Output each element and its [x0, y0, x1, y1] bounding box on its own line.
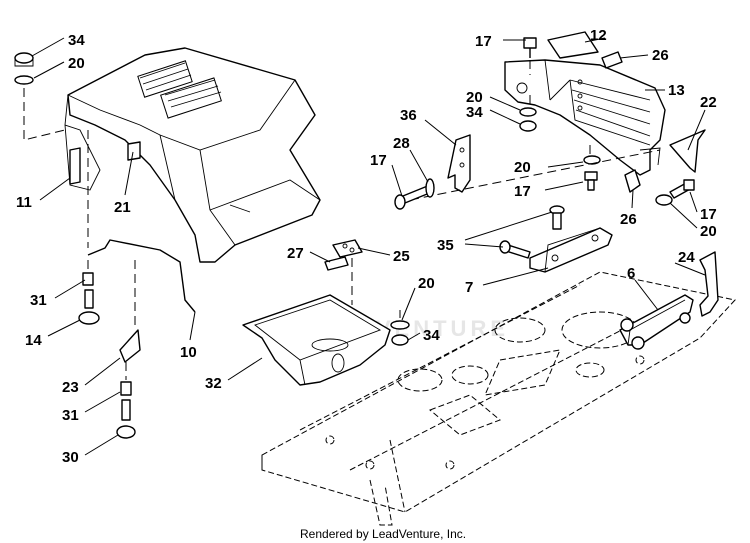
label-12: 12 [590, 27, 607, 44]
bracket-6 [619, 294, 694, 350]
bolt-17-left [394, 184, 433, 210]
washer-20-right [655, 194, 673, 206]
spacer-31-lower [120, 381, 132, 396]
label-11: 11 [16, 194, 32, 211]
label-17-top: 17 [475, 33, 492, 50]
washer-20-topleft [14, 75, 34, 85]
label-7: 7 [465, 279, 473, 296]
label-10: 10 [180, 344, 197, 361]
label-30: 30 [62, 449, 79, 466]
leader-lines [31, 37, 706, 456]
label-32: 32 [205, 375, 222, 392]
bolt-17-right [669, 179, 695, 199]
label-17-right: 17 [700, 206, 717, 223]
bracket-36 [447, 134, 471, 193]
label-17-left: 17 [370, 152, 387, 169]
clip-26-lower [624, 169, 641, 193]
label-20-right: 20 [700, 223, 717, 240]
label-26-lower: 26 [620, 211, 637, 228]
label-27: 27 [287, 245, 304, 262]
nut-34-tray [391, 334, 409, 346]
bracket-24 [699, 251, 719, 317]
label-20-grille: 20 [466, 89, 483, 106]
label-35: 35 [437, 237, 454, 254]
label-31-upper: 31 [30, 292, 47, 309]
bolt-14 [78, 289, 100, 325]
label-34-grille: 34 [466, 104, 483, 121]
battery-tray-32 [242, 294, 391, 386]
label-22: 22 [700, 94, 717, 111]
clamp-25 [332, 239, 363, 258]
washer-20-grille [519, 107, 537, 117]
spacer-31-upper [82, 272, 94, 286]
credit-text: Rendered by LeadVenture, Inc. [300, 527, 466, 541]
clip-26-top [601, 51, 623, 69]
washer-20-tray [390, 320, 410, 330]
label-23: 23 [62, 379, 79, 396]
bracket-23 [119, 329, 141, 363]
label-13: 13 [668, 82, 685, 99]
label-14: 14 [25, 332, 42, 349]
label-6: 6 [627, 265, 635, 282]
label-28: 28 [393, 135, 410, 152]
grille-assembly-13 [504, 59, 666, 176]
label-24: 24 [678, 249, 695, 266]
lockwasher-28 [425, 178, 435, 198]
bracket-12 [547, 31, 599, 59]
label-34-topleft: 34 [68, 32, 85, 49]
label-34-tray: 34 [423, 327, 440, 344]
nut-34-topleft [14, 52, 34, 67]
hood [64, 47, 321, 263]
bracket-7 [529, 227, 613, 273]
label-31-lower: 31 [62, 407, 79, 424]
plate-22 [669, 129, 706, 173]
washer-20-mid [583, 155, 601, 165]
label-20-tray: 20 [418, 275, 435, 292]
label-20-topleft: 20 [68, 55, 85, 72]
hood-vent [137, 60, 222, 119]
label-36: 36 [400, 107, 417, 124]
part-labels: 34 20 11 21 17 12 26 13 22 20 34 36 28 1… [16, 27, 717, 466]
bolt-35-vertical [549, 205, 565, 230]
label-21: 21 [114, 199, 131, 216]
nut-34-grille [519, 120, 537, 132]
bolt-35-horizontal [499, 240, 531, 259]
label-25: 25 [393, 248, 410, 265]
bolt-17-top [523, 37, 537, 58]
label-20-mid: 20 [514, 159, 531, 176]
bolt-17-mid [584, 171, 598, 191]
label-17-mid: 17 [514, 183, 531, 200]
bracket-11 [69, 147, 81, 185]
clip-27 [324, 256, 349, 271]
label-26-top: 26 [652, 47, 669, 64]
bolt-30 [116, 399, 136, 439]
bracket-21 [127, 141, 141, 161]
hood-rod-10 [87, 239, 196, 313]
